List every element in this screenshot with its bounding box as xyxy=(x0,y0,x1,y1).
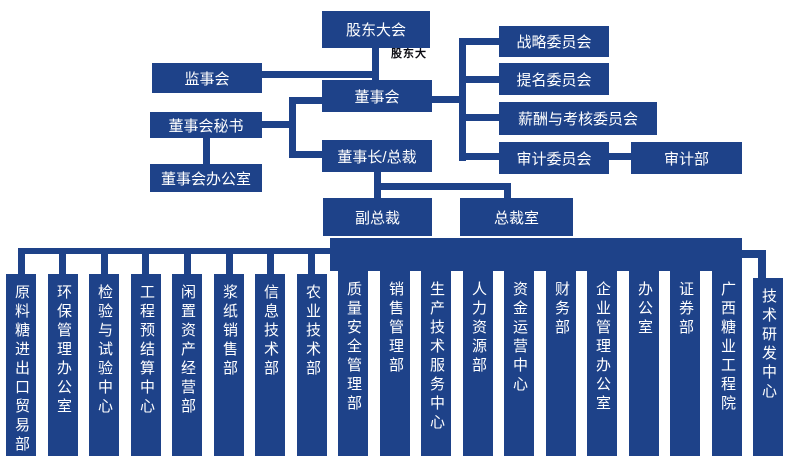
connector-supervisory-board xyxy=(262,71,379,78)
connector-president-drop xyxy=(504,183,511,198)
dept-guangxi-sugar-engineering-institute: 广西糖业工程院 xyxy=(712,271,742,456)
connector-audit-dept xyxy=(609,153,631,160)
connector-board-right-arm xyxy=(432,96,464,103)
dept-enterprise-management-office: 企业管理办公室 xyxy=(587,271,617,456)
connector-left-elbow xyxy=(289,97,296,158)
node-president-office: 总裁室 xyxy=(460,198,573,236)
dept-human-resources: 人力资源部 xyxy=(463,271,493,456)
dept-pulp-paper-sales: 浆纸销售部 xyxy=(214,274,244,456)
connector-secretary xyxy=(262,121,292,128)
node-shareholders-meeting: 股东大会 xyxy=(322,11,430,48)
connector-shareholders-board xyxy=(372,47,379,81)
dept-idle-assets: 闲置资产经营部 xyxy=(172,274,202,456)
connector-dept-stub-5 xyxy=(184,252,191,274)
connector-dept-stub-7 xyxy=(267,252,274,274)
dept-environmental-office: 环保管理办公室 xyxy=(48,274,78,456)
node-board-of-directors: 董事会 xyxy=(322,80,432,112)
connector-main-bar xyxy=(330,238,742,271)
connector-chairman-left-arm xyxy=(289,151,322,158)
connector-president-branch xyxy=(374,183,511,190)
connector-audit-branch xyxy=(466,153,499,160)
node-supervisory-board: 监事会 xyxy=(152,63,262,93)
connector-secretary-office xyxy=(203,137,210,165)
dept-production-tech-service: 生产技术服务中心 xyxy=(421,271,451,456)
dept-engineering-settlement-center: 工程预结算中心 xyxy=(131,274,161,456)
connector-rd-elbow-h xyxy=(742,250,766,258)
dept-quality-safety: 质量安全管理部 xyxy=(338,271,368,456)
connector-rd-elbow-v xyxy=(758,250,766,278)
connector-remuneration-branch xyxy=(466,114,499,121)
dept-information-technology: 信息技术部 xyxy=(255,274,285,456)
dept-inspection-testing-center: 检验与试验中心 xyxy=(89,274,119,456)
connector-dept-rail xyxy=(18,248,333,254)
node-remuneration-committee: 薪酬与考核委员会 xyxy=(499,102,657,135)
dept-capital-operation-center: 资金运营中心 xyxy=(504,271,534,456)
connector-committee-trunk xyxy=(459,38,466,161)
connector-dept-stub-6 xyxy=(226,252,233,274)
dept-general-office: 办公室 xyxy=(629,271,659,456)
dept-tech-rd-center: 技术研发中心 xyxy=(753,278,783,456)
connector-dept-stub-3 xyxy=(101,252,108,274)
node-chairman-president: 董事长/总裁 xyxy=(322,140,432,172)
node-audit-committee: 审计委员会 xyxy=(499,142,609,174)
node-nomination-committee: 提名委员会 xyxy=(499,63,609,95)
connector-board-left-arm xyxy=(292,97,322,104)
connector-nomination-branch xyxy=(466,76,499,83)
node-audit-department: 审计部 xyxy=(631,142,742,174)
node-strategy-committee: 战略委员会 xyxy=(499,26,609,57)
connector-dept-stub-2 xyxy=(59,252,66,274)
dept-sales-management: 销售管理部 xyxy=(380,271,410,456)
node-board-secretary: 董事会秘书 xyxy=(150,112,262,138)
connector-strategy-branch xyxy=(466,38,499,45)
clipped-text-artifact: 股东大 xyxy=(391,48,427,60)
node-board-office: 董事会办公室 xyxy=(150,164,262,192)
node-vice-president: 副总裁 xyxy=(323,198,432,236)
connector-dept-stub-4 xyxy=(142,252,149,274)
dept-finance: 财务部 xyxy=(546,271,576,456)
connector-dept-stub-8 xyxy=(308,252,315,274)
dept-agricultural-technology: 农业技术部 xyxy=(297,274,327,456)
dept-raw-sugar-trade: 原料糖进出口贸易部 xyxy=(6,274,36,456)
connector-dept-stub-1 xyxy=(18,252,25,274)
dept-securities: 证券部 xyxy=(670,271,700,456)
